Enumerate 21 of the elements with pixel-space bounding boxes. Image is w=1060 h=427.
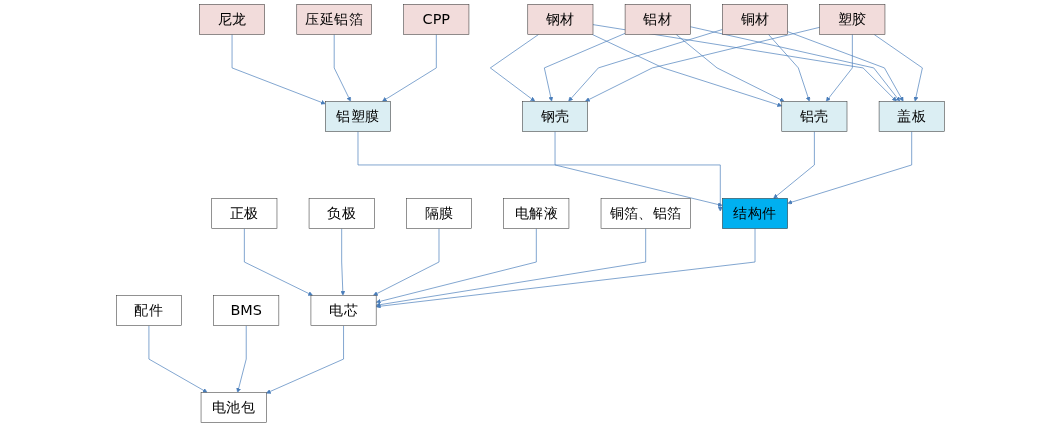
node-box: BMS (213, 295, 279, 326)
node-box: 正极 (211, 198, 277, 229)
node-box: 塑胶 (819, 4, 885, 35)
node-box: 压延铝箔 (296, 4, 372, 35)
node-box: 钢材 (527, 4, 593, 35)
node-box: 铝壳 (781, 101, 847, 132)
node-box: 铝塑膜 (324, 101, 391, 132)
node-box: 铜箔、铝箔 (600, 198, 691, 229)
node-box: CPP (403, 4, 469, 35)
node-box: 结构件 (721, 198, 788, 229)
node-box: 铜材 (721, 4, 788, 35)
node-box: 电芯 (310, 295, 377, 326)
node-box: 配件 (115, 295, 182, 326)
node-box: 电解液 (503, 198, 569, 229)
node-box: 负极 (308, 198, 375, 229)
node-box: 尼龙 (198, 4, 265, 35)
node-box: 铝材 (624, 4, 691, 35)
node-box: 隔膜 (405, 198, 472, 229)
node-box: 盖板 (878, 101, 945, 132)
node-box: 电池包 (200, 392, 267, 423)
node-box: 钢壳 (521, 101, 588, 132)
